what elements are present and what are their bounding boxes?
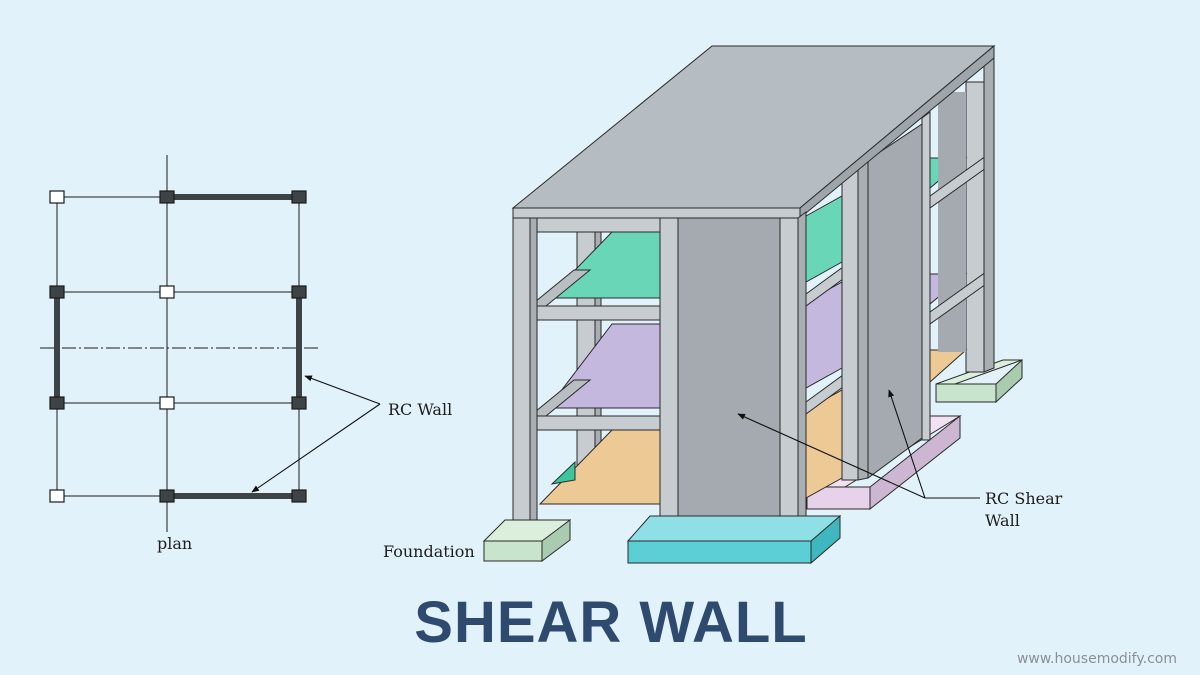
plan-column: [291, 489, 307, 503]
plan-rc-walls: [54, 194, 302, 499]
plan-column: [291, 396, 307, 410]
rc-wall-label: RC Wall: [388, 400, 452, 419]
page-title: SHEAR WALL: [414, 590, 807, 655]
side-shear-wall: [867, 123, 923, 479]
shear-wall-label-line2: Wall: [985, 511, 1020, 530]
footing-center: [626, 514, 842, 565]
roof: [511, 44, 996, 220]
plan-column: [49, 489, 65, 503]
plan-column: [159, 190, 175, 204]
foundation-label: Foundation: [383, 542, 475, 561]
plan-column: [49, 396, 65, 410]
front-shear-wall: [659, 211, 807, 535]
shear-wall-label-line1: RC Shear: [985, 489, 1063, 508]
plan-column: [291, 285, 307, 299]
shear-wall-leaders: [737, 389, 980, 499]
plan-column: [49, 285, 65, 299]
building-3d: [482, 44, 1023, 565]
plan-grid-lines: [56, 155, 300, 532]
floor-slab-bottom-accent: [550, 460, 576, 485]
front-left-column: [512, 217, 538, 533]
plan-column: [49, 190, 65, 204]
plan-label: plan: [157, 534, 192, 553]
plan-column: [159, 285, 175, 299]
site-credit: www.housemodify.com: [1017, 651, 1177, 667]
front-beams: [528, 217, 661, 431]
plan-column: [159, 489, 175, 503]
side-columns: [841, 55, 995, 481]
plan-column: [159, 396, 175, 410]
rc-wall-leaders: [251, 375, 381, 493]
plan-view: [40, 155, 318, 532]
plan-columns: [49, 190, 307, 503]
footing-left: [482, 519, 572, 562]
plan-column: [291, 190, 307, 204]
